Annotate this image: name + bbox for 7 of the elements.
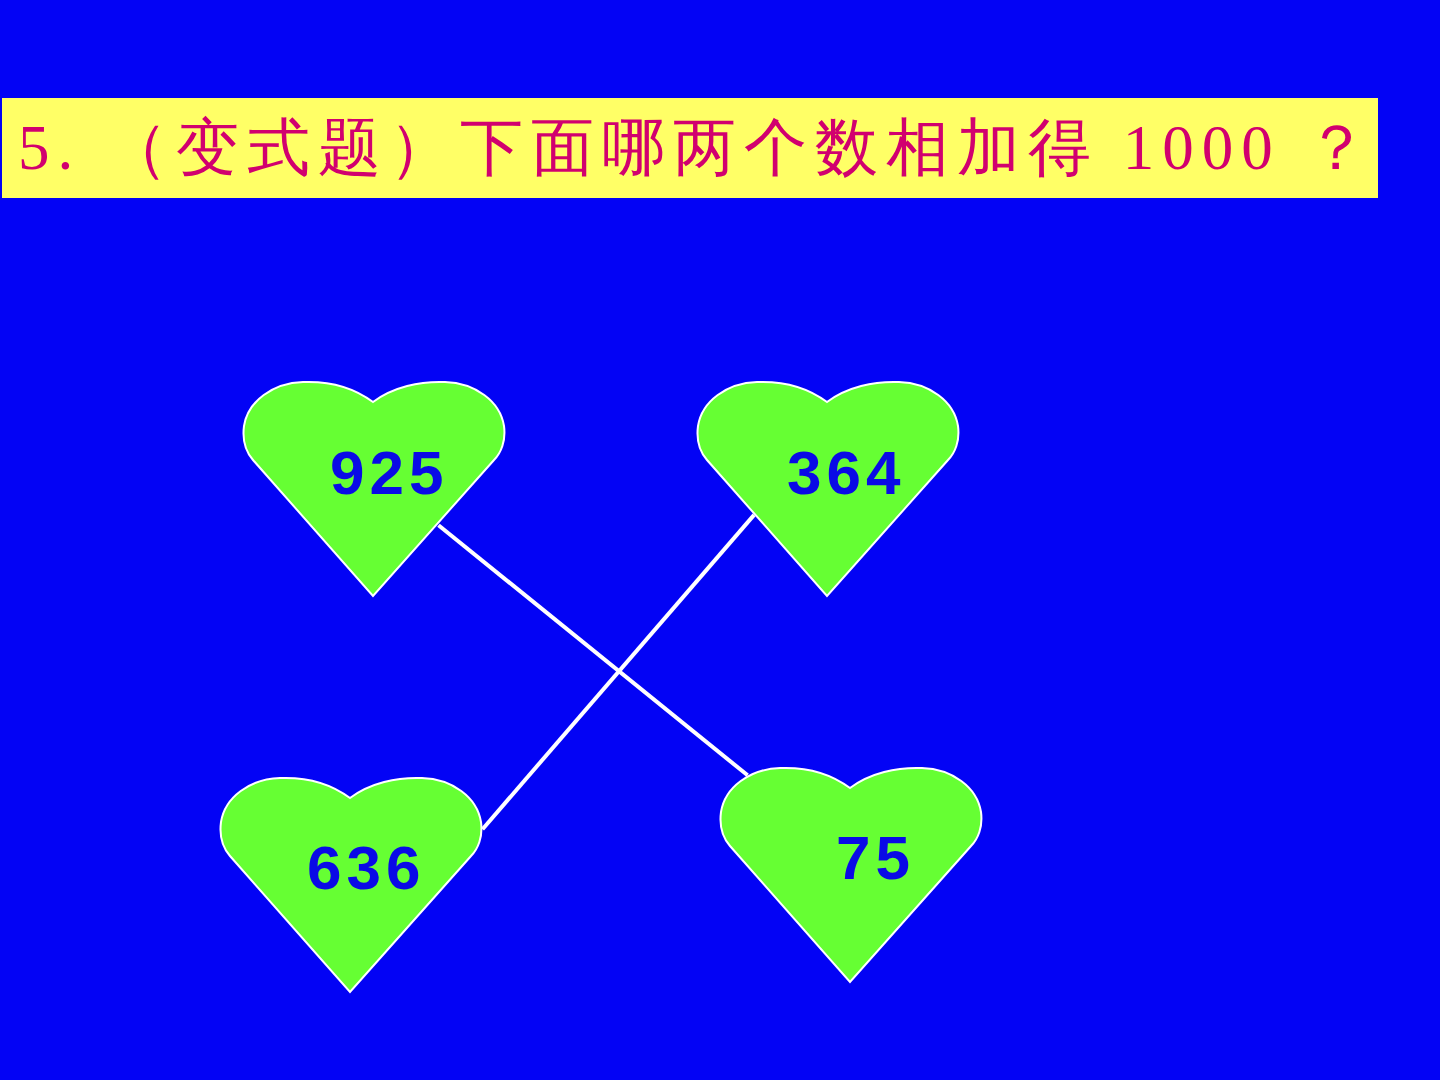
number-label: 364	[787, 442, 906, 504]
connector-line	[481, 513, 756, 831]
title: 5. （变式题）下面哪两个数相加得 1000 ？	[2, 98, 1378, 198]
number-label: 925	[330, 442, 449, 504]
number-label: 636	[307, 837, 426, 899]
connector-line	[437, 523, 749, 777]
number-label: 75	[836, 827, 915, 889]
